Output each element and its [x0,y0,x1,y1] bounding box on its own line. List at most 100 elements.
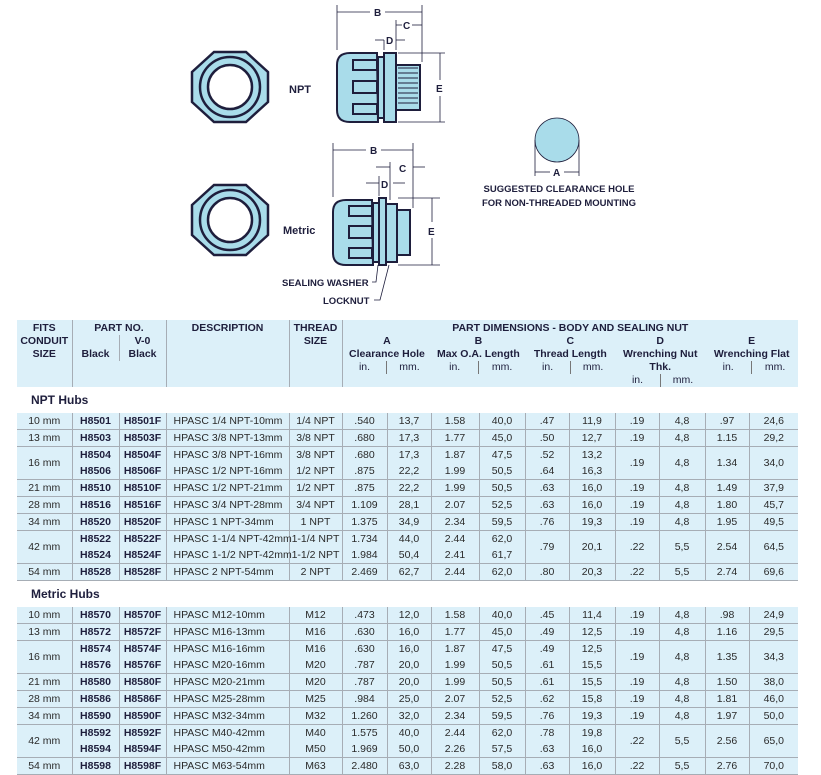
cell-b-in: 2.34 [430,707,479,725]
cell-v0: H8580F [118,673,166,691]
cell-e-mm: 49,5 [748,513,799,531]
cell-a-mm: 40,0 [386,724,431,741]
cell-a-in: 2.480 [341,757,387,775]
cell-e-mm: 24,9 [748,607,799,624]
cell-c-mm: 12,7 [568,429,615,447]
cell-size: 16 mm [17,640,72,674]
cell-v0: H8501F [118,413,166,430]
cell-black: H8501 [71,413,119,430]
cell-size: 13 mm [17,429,72,447]
header-v0: V-0 [134,335,151,347]
header-description: DESCRIPTION [165,320,289,387]
cell-d-mm: 4,8 [658,413,705,430]
cell-b-in: 1.87 [430,446,479,463]
header-unit-mm: mm. [569,361,615,374]
cell-d-in: .22 [614,563,659,581]
cell-a-in: .875 [341,479,387,497]
cell-e-mm: 34,3 [748,640,799,674]
cell-c-mm: 16,0 [568,757,615,775]
cell-thread: 1-1/2 NPT [288,547,342,564]
cell-a-in: 1.260 [341,707,387,725]
cell-desc: HPASC 2 NPT-54mm [165,563,289,581]
cell-black: H8576 [71,657,119,674]
cell-v0: H8504F [118,446,166,463]
cell-d-in: .19 [614,429,659,447]
cell-b-in: 1.99 [430,673,479,691]
cell-size: 42 mm [17,724,72,758]
cell-c-in: .79 [524,530,569,564]
section-title: Metric Hubs [17,580,799,607]
cell-c-in: .80 [524,563,569,581]
header-dim-name: Wrenching Flat [713,348,790,360]
cell-c-mm: 12,5 [568,640,615,657]
cell-size: 10 mm [17,607,72,624]
cell-c-mm: 11,4 [568,607,615,624]
cell-a-in: 1.375 [341,513,387,531]
cell-b-mm: 50,5 [478,657,525,674]
cell-d-in: .19 [614,640,659,674]
cell-d-in: .22 [614,724,659,758]
cell-v0: H8576F [118,657,166,674]
cell-c-in: .52 [524,446,569,463]
cell-b-mm: 62,0 [478,563,525,581]
cell-d-in: .19 [614,607,659,624]
cell-thread: M20 [288,673,342,691]
cell-e-in: 1.15 [704,429,749,447]
cell-a-in: .473 [341,607,387,624]
header-dim-name: Thread Length [533,348,607,360]
cell-desc: HPASC 1/2 NPT-21mm [165,479,289,497]
metric-label: Metric [283,225,315,237]
cell-a-in: .787 [341,657,387,674]
cell-d-mm: 5,5 [658,563,705,581]
header-fits-line: SIZE [32,348,56,360]
metric-dim-b: B [370,146,377,157]
cell-c-in: .62 [524,690,569,708]
clearance-caption-1: SUGGESTED CLEARANCE HOLE [484,184,635,195]
cell-black: H8592 [71,724,119,741]
npt-dimension-lines [336,5,445,123]
cell-thread: M25 [288,690,342,708]
cell-b-in: 2.34 [430,513,479,531]
cell-c-in: .49 [524,623,569,641]
cell-e-mm: 24,6 [748,413,799,430]
cell-e-in: 1.81 [704,690,749,708]
cell-black: H8516 [71,496,119,514]
cell-desc: HPASC 1/2 NPT-16mm [165,463,289,480]
cell-size: 16 mm [17,446,72,480]
header-dim-b: B Max O.A. Length in.mm. [431,335,525,387]
cell-c-mm: 11,9 [568,413,615,430]
cell-a-mm: 44,0 [386,530,431,547]
cell-black: H8572 [71,623,119,641]
locknut-label: LOCKNUT [323,296,370,307]
cell-v0: H8574F [118,640,166,657]
cell-b-mm: 59,5 [478,513,525,531]
cell-thread: M32 [288,707,342,725]
cell-d-mm: 4,8 [658,607,705,624]
cell-a-in: .630 [341,623,387,641]
cell-a-mm: 34,9 [386,513,431,531]
cell-a-mm: 12,0 [386,607,431,624]
cell-black: H8510 [71,479,119,497]
cell-a-in: 1.734 [341,530,387,547]
cell-c-in: .50 [524,429,569,447]
cell-size: 21 mm [17,479,72,497]
cell-a-mm: 63,0 [386,757,431,775]
cell-a-in: 2.469 [341,563,387,581]
clearance-caption-2: FOR NON-THREADED MOUNTING [482,198,636,209]
header-dim-name: Clearance Hole [349,348,425,360]
cell-a-mm: 25,0 [386,690,431,708]
cell-b-in: 2.41 [430,547,479,564]
cell-c-mm: 19,8 [568,724,615,741]
cell-a-mm: 20,0 [386,673,431,691]
cell-v0: H8516F [118,496,166,514]
cell-b-mm: 40,0 [478,607,525,624]
cell-e-mm: 46,0 [748,690,799,708]
cell-size: 10 mm [17,413,72,430]
header-unit-in: in. [631,374,644,386]
cell-d-in: .19 [614,690,659,708]
header-black: Black [81,348,110,360]
cell-v0: H8520F [118,513,166,531]
